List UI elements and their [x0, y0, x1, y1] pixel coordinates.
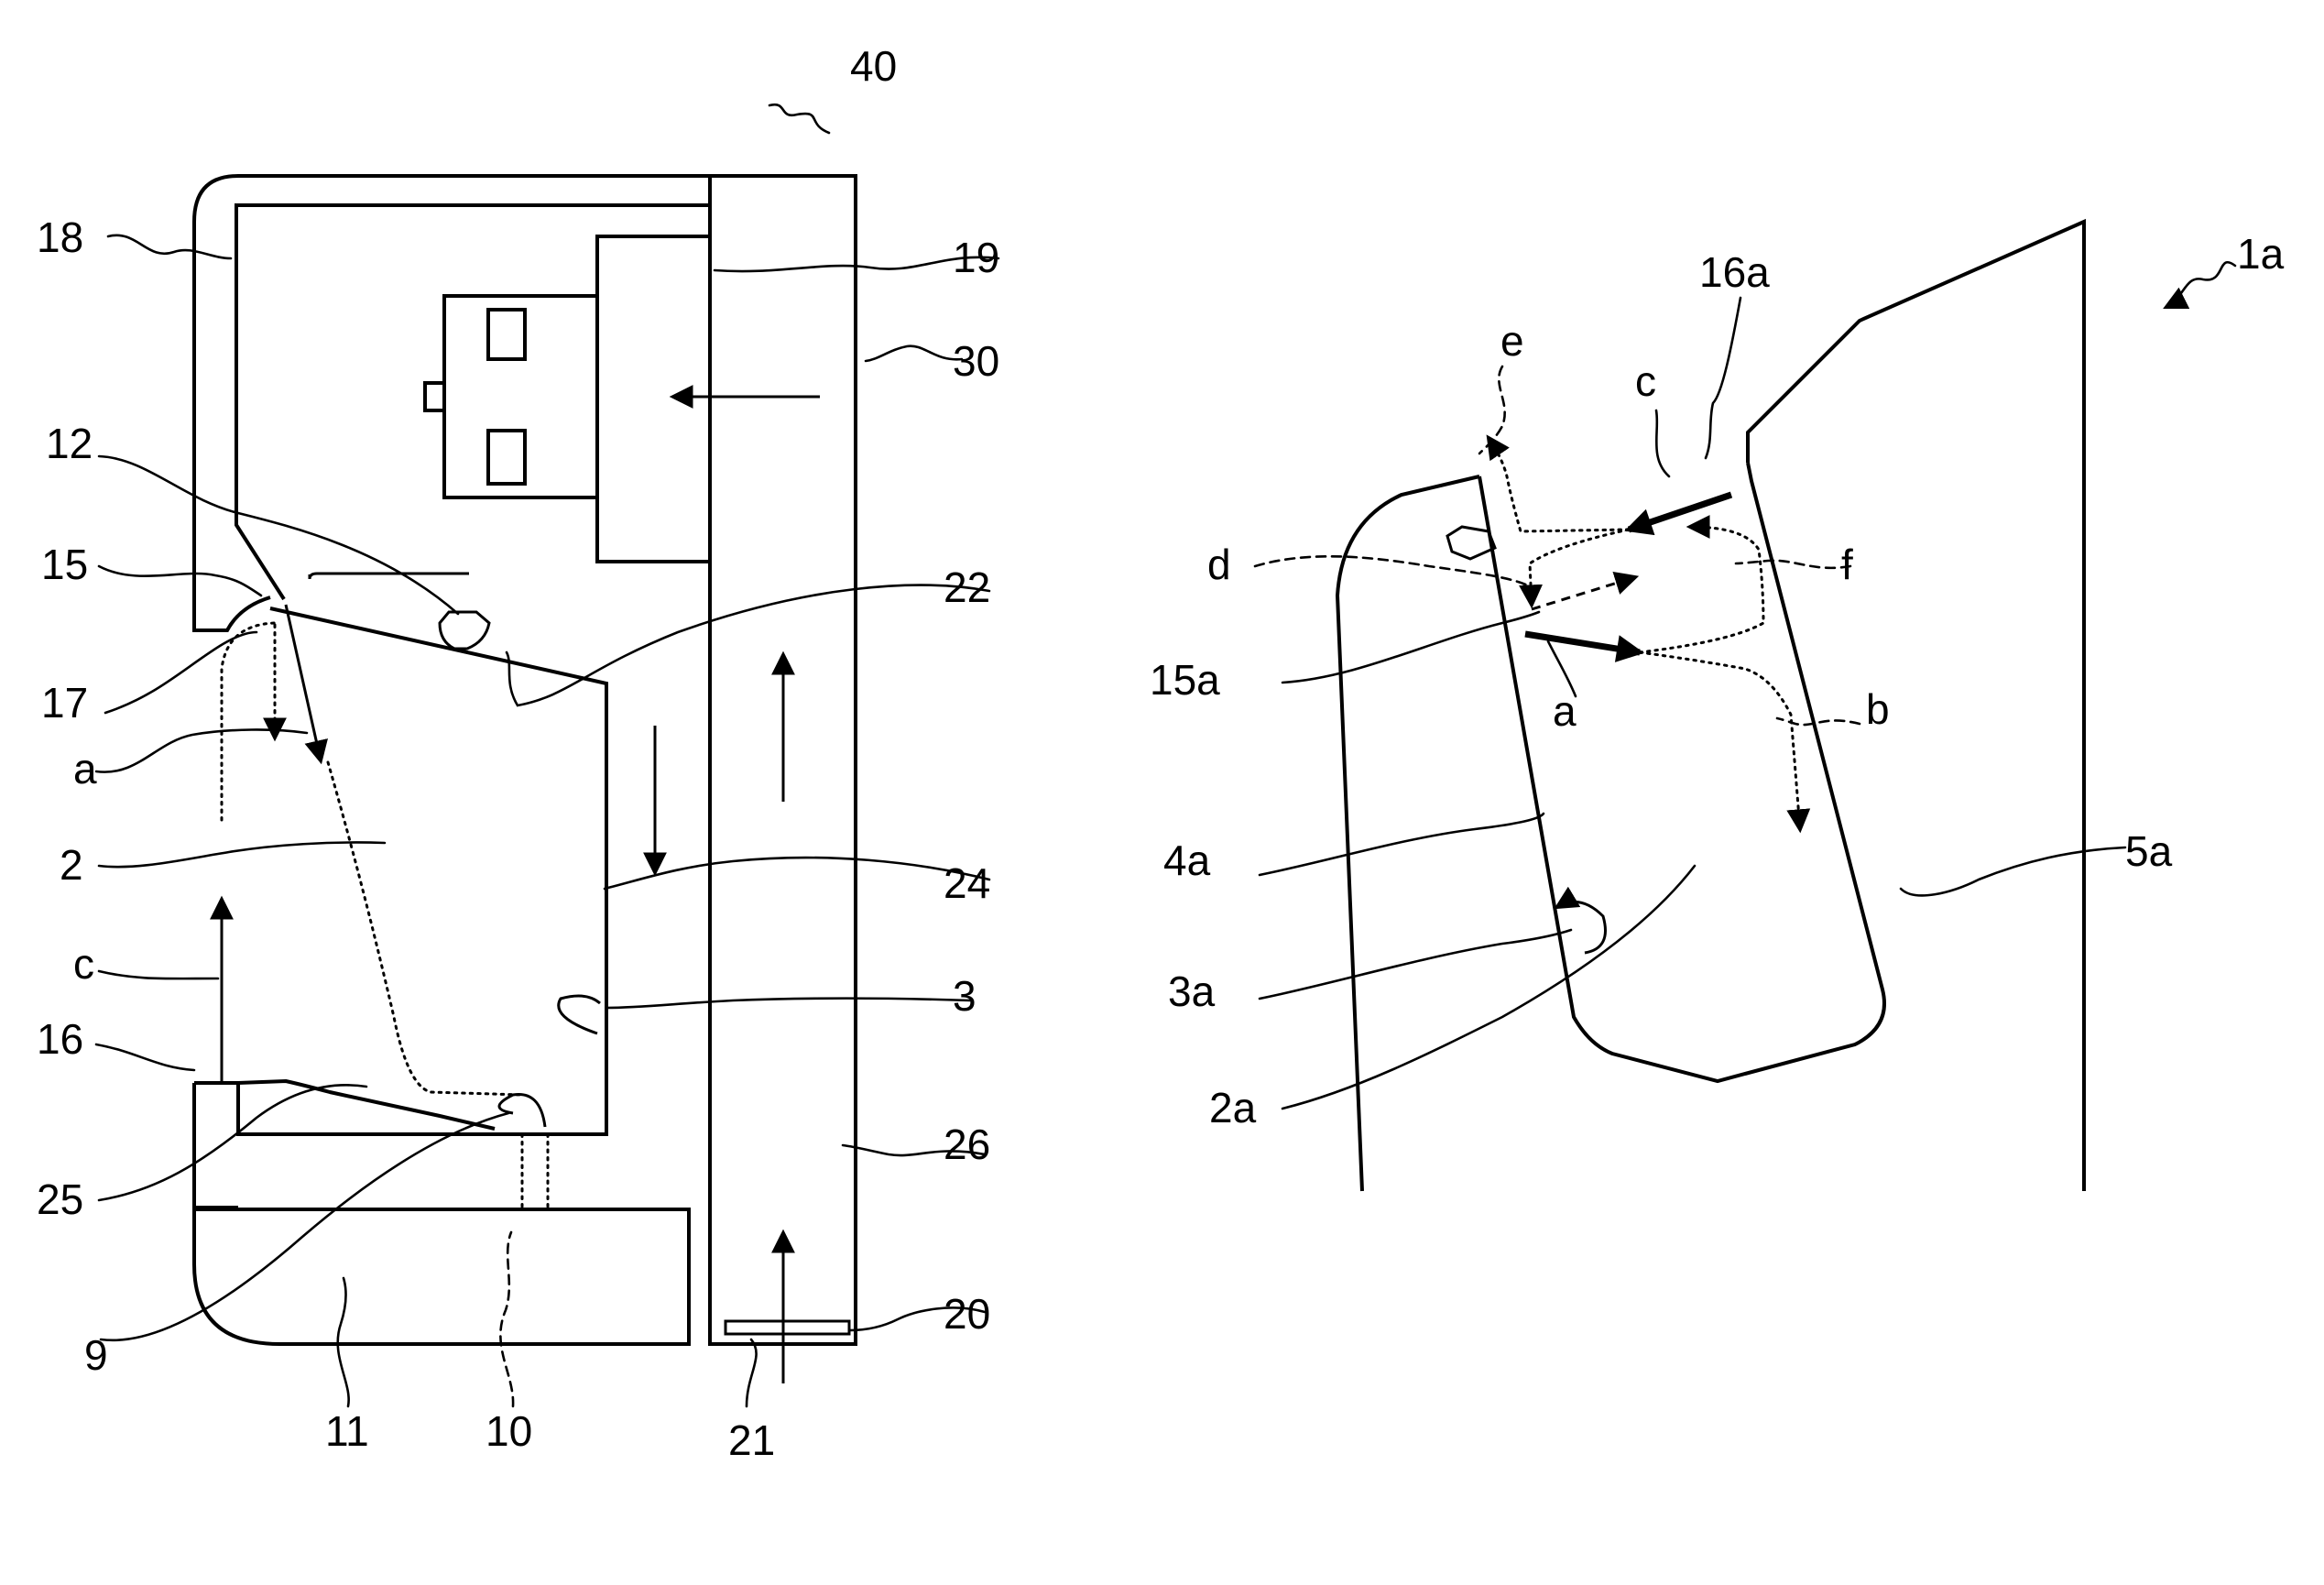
label-15: 15: [41, 541, 88, 588]
leader-9: [101, 1113, 508, 1340]
leader-18: [108, 235, 231, 258]
chamber-2a: [1479, 463, 1884, 1081]
fan-slot-top: [488, 310, 525, 359]
label-d: d: [1207, 541, 1231, 588]
label-16: 16: [37, 1015, 83, 1063]
label-11: 11: [325, 1407, 369, 1455]
dotted-flow-17: [222, 623, 275, 820]
leader-3a: [1260, 930, 1571, 999]
label-c: c: [73, 940, 94, 988]
fan-slot-bottom: [488, 431, 525, 484]
housing-inner-wall: [236, 205, 710, 599]
leader-b: [1777, 718, 1860, 725]
nozzle-12: [440, 612, 489, 649]
nozzle-15a: [1447, 527, 1495, 559]
label-20: 20: [944, 1290, 990, 1338]
label-16a: 16a: [1699, 248, 1770, 296]
leader-22: [507, 585, 989, 705]
label-40: 40: [850, 42, 897, 90]
label-22: 22: [944, 563, 990, 611]
hook-9: [499, 1094, 545, 1127]
leader-15: [99, 566, 261, 596]
leader-10: [500, 1232, 513, 1406]
label-17: 17: [41, 679, 88, 727]
label-a-right: a: [1553, 687, 1577, 735]
label-4a: 4a: [1163, 836, 1211, 884]
dotted-flow-a: [328, 762, 522, 1095]
leader-17: [105, 632, 256, 713]
label-21: 21: [728, 1416, 775, 1464]
leader-4a: [1260, 814, 1544, 875]
label-2: 2: [60, 841, 83, 889]
leader-21: [747, 1339, 757, 1406]
label-1a: 1a: [2237, 230, 2285, 278]
leader-c-right: [1656, 410, 1669, 476]
arrow-a: [286, 605, 321, 760]
label-e: e: [1500, 317, 1524, 365]
label-a: a: [73, 745, 97, 792]
leader-15a: [1282, 612, 1539, 683]
leader-d: [1255, 556, 1530, 586]
leader-5a: [1901, 847, 2125, 895]
leader-25: [99, 1085, 366, 1200]
leader-f: [1736, 561, 1850, 568]
label-12: 12: [46, 420, 93, 467]
label-b: b: [1866, 685, 1890, 733]
label-3: 3: [953, 972, 977, 1020]
label-f: f: [1841, 541, 1853, 588]
label-26: 26: [944, 1120, 990, 1168]
arrow-a-bold: [1525, 634, 1640, 652]
leader-16: [96, 1044, 194, 1070]
chamber-2: [238, 608, 606, 1134]
right-figure: 1a 16a e c d f 15a a b 4a 5a 3a 2a: [1150, 222, 2285, 1191]
left-figure: 40 18 19 30 12 15 22 17 a 2 24 c 3 16 26…: [37, 42, 999, 1464]
label-15a: 15a: [1150, 656, 1220, 704]
label-5a: 5a: [2125, 827, 2173, 875]
leader-1a: [2166, 262, 2235, 307]
leader-16a: [1706, 298, 1740, 458]
fan-shaft: [425, 383, 444, 410]
label-9: 9: [84, 1331, 108, 1379]
dotted-flow-b: [1640, 652, 1800, 829]
shelf-left: [194, 1083, 238, 1208]
ledge-12: [310, 574, 469, 579]
leader-40: [769, 104, 829, 133]
hook-3: [559, 996, 600, 1033]
fan-block: [444, 296, 597, 497]
arrow-c-bold: [1629, 495, 1731, 530]
sensor-20: [726, 1321, 849, 1334]
label-18: 18: [37, 213, 83, 261]
label-30: 30: [953, 337, 999, 385]
label-25: 25: [37, 1175, 83, 1223]
tray-11: [194, 1209, 689, 1344]
arrow-d: [1532, 577, 1635, 609]
leader-c: [99, 971, 218, 978]
hook-3a: [1557, 902, 1606, 953]
dotted-flow-e: [1489, 438, 1629, 531]
leader-3: [606, 999, 971, 1008]
label-19: 19: [953, 234, 999, 281]
label-10: 10: [486, 1407, 532, 1455]
leader-e: [1479, 366, 1505, 454]
label-3a: 3a: [1168, 967, 1216, 1015]
label-2a: 2a: [1209, 1084, 1257, 1131]
leader-2: [99, 842, 385, 867]
leader-30: [866, 346, 962, 361]
dotted-flow-f: [1640, 527, 1763, 652]
body-right-wall: [1748, 222, 2084, 1191]
leader-2a: [1282, 866, 1695, 1109]
label-c-right: c: [1635, 357, 1656, 405]
label-24: 24: [944, 859, 990, 907]
fan-19: [597, 236, 710, 562]
leader-24: [605, 858, 989, 889]
